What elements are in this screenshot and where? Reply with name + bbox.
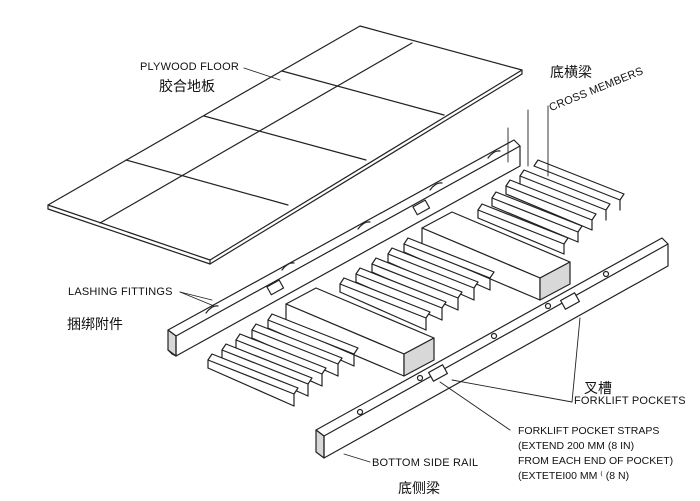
lashing-fittings-label-zh: 捆绑附件 [67,317,123,333]
lashing-fittings-label: LASHING FITTINGS [68,286,173,298]
forklift-pockets-label-zh: 叉槽 [584,381,612,397]
plywood-floor-label-zh: 胶合地板 [159,79,215,95]
straps-line-2: (EXTEND 200 MM (8 IN) [518,440,635,452]
straps-line-1: FORKLIFT POCKET STRAPS [518,425,660,437]
forklift-pockets-label: FORKLIFT POCKETS [574,395,686,407]
cross-members [207,159,625,407]
bottom-side-rail-label-zh: 底侧梁 [398,481,440,497]
forklift-pocket-back [421,211,571,301]
forklift-pocket-front [285,287,435,377]
straps-line-4: (EXTETEI00 MM ⁽ (8 N) [518,470,630,482]
bottom-side-rail-label: BOTTOM SIDE RAIL [372,457,479,469]
leader-lines [179,67,581,463]
cross-members-label-zh: 底横梁 [550,65,592,81]
forklift-pocket-straps-note: FORKLIFT POCKET STRAPS (EXTEND 200 MM (8… [518,424,673,484]
bottom-side-rail [315,237,669,459]
far-side-rail [167,139,521,357]
plywood-floor-panel [47,25,523,265]
plywood-floor-label: PLYWOOD FLOOR [140,61,239,73]
straps-line-3: FROM EACH END OF POCKET) [518,455,674,467]
